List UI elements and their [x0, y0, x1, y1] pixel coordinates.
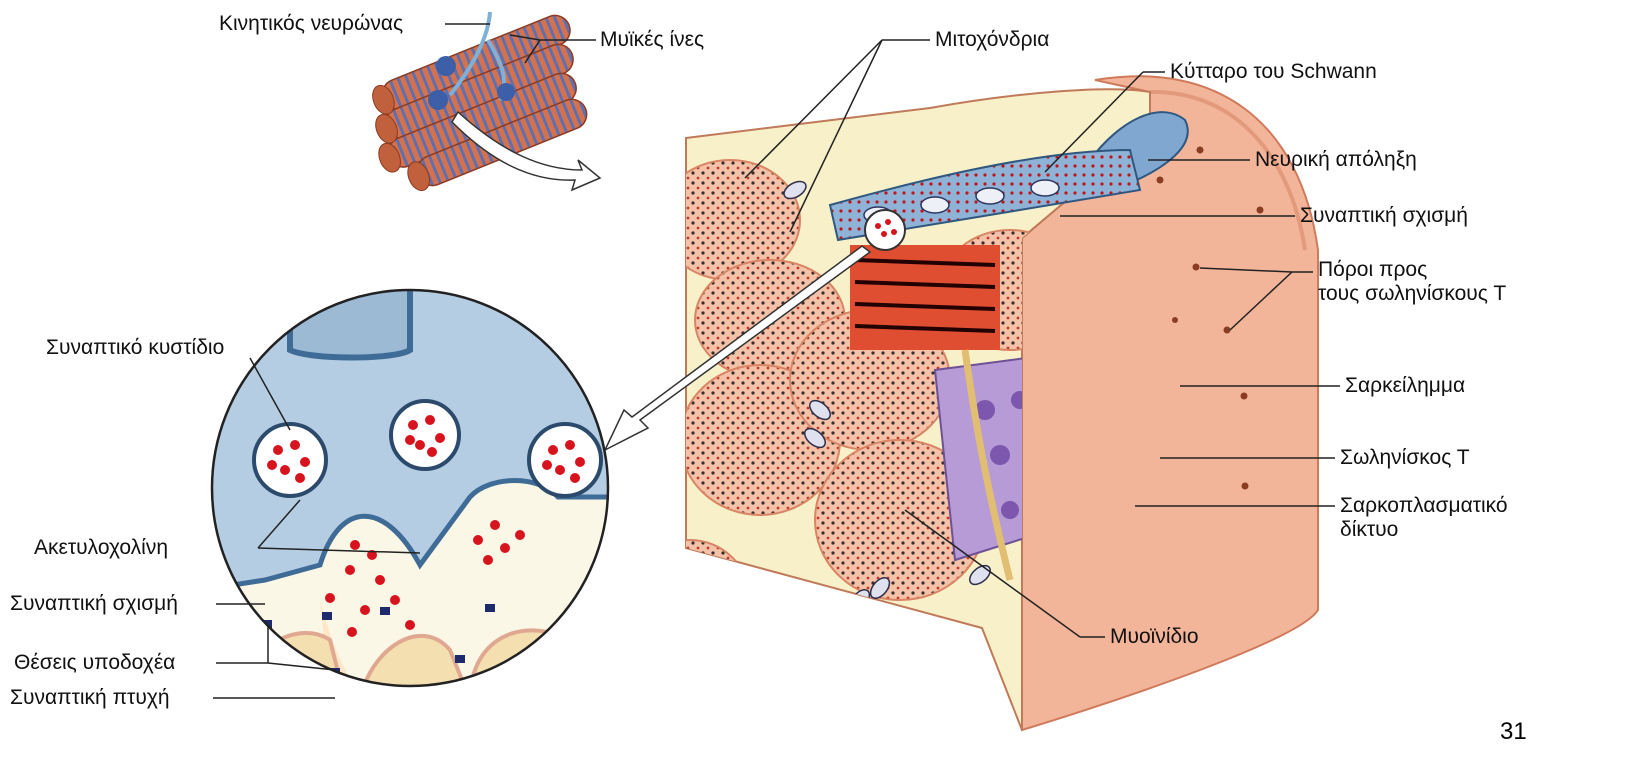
label-myofibril: Μυοϊνίδιο — [1110, 625, 1199, 649]
page-number: 31 — [1500, 718, 1527, 746]
label-t-tubule-pores-2: τους σωληνίσκους Τ — [1318, 282, 1506, 306]
label-schwann-cell: Κύτταρο του Schwann — [1170, 60, 1377, 84]
label-sarcolemma: Σαρκείλημμα — [1345, 374, 1465, 398]
myofibril-stripes — [850, 245, 1000, 350]
label-sarcoplasmic-reticulum-1: Σαρκοπλασματικό — [1340, 494, 1508, 518]
label-acetylcholine: Ακετυλοχολίνη — [34, 536, 168, 560]
label-synaptic-fold: Συναπτική πτυχή — [10, 686, 170, 710]
label-receptor-sites: Θέσεις υποδοχέα — [14, 651, 175, 675]
synapse-detail-circle — [200, 290, 620, 700]
label-sarcoplasmic-reticulum-2: δίκτυο — [1340, 518, 1398, 542]
label-nerve-terminal: Νευρική απόληξη — [1255, 148, 1417, 172]
label-synaptic-vesicle: Συναπτικό κυστίδιο — [46, 336, 224, 360]
label-muscle-fibers: Μυϊκές ίνες — [600, 28, 704, 52]
label-synaptic-cleft-right: Συναπτική σχισμή — [1300, 204, 1468, 228]
muscle-fiber-cutaway — [630, 76, 1318, 730]
label-mitochondria: Μιτοχόνδρια — [935, 28, 1049, 52]
label-t-tubule: Σωληνίσκος Τ — [1340, 446, 1470, 470]
label-motor-neuron: Κινητικός νευρώνας — [219, 12, 403, 36]
label-t-tubule-pores-1: Πόροι προς — [1318, 258, 1427, 282]
label-synaptic-cleft-left: Συναπτική σχισμή — [10, 592, 178, 616]
